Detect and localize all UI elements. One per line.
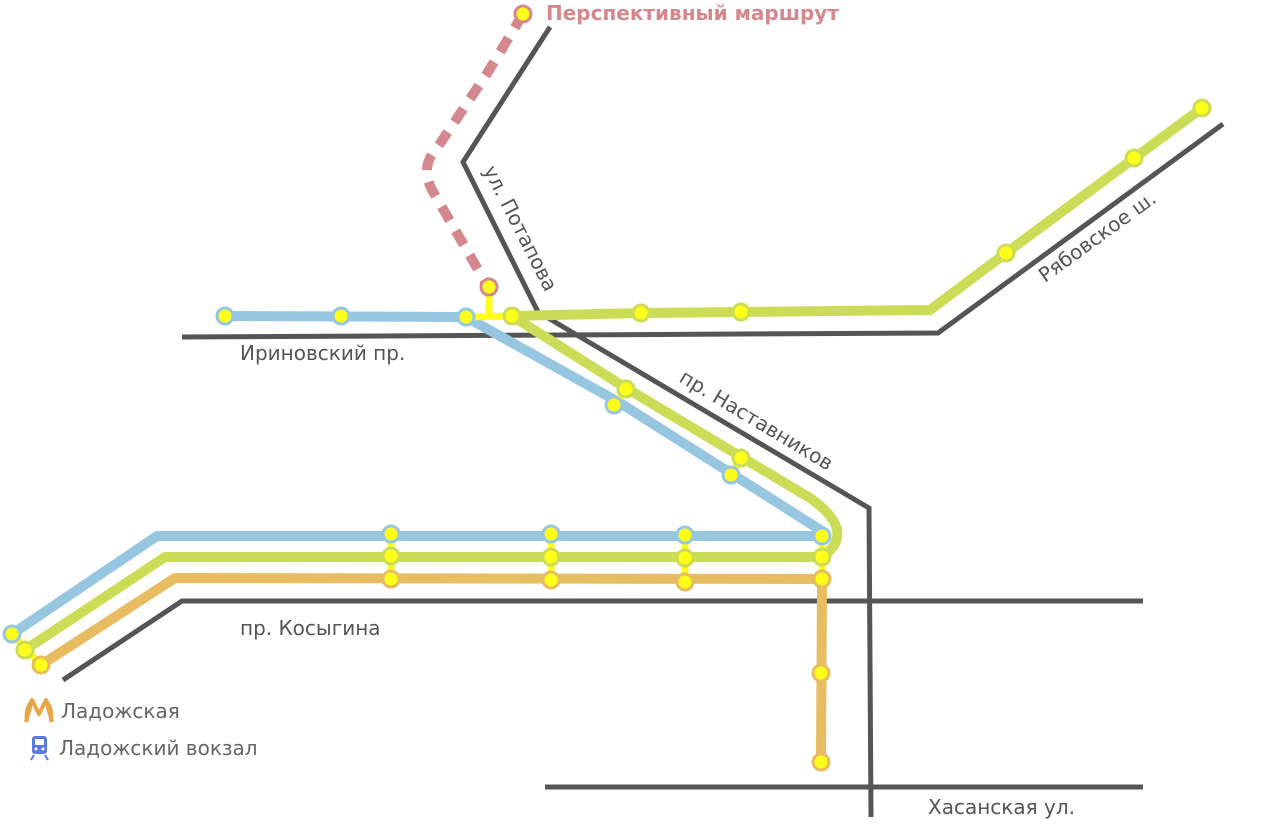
- street-label-kosygina: пр. Косыгина: [240, 616, 381, 640]
- stop-blue-10[interactable]: [2, 624, 22, 644]
- road-nastavnikov: [536, 309, 874, 818]
- stop-green-3[interactable]: [996, 243, 1016, 263]
- stops: [2, 4, 1212, 772]
- stop-green-11[interactable]: [675, 548, 695, 568]
- stop-green-4[interactable]: [731, 302, 751, 322]
- stop-orange-7[interactable]: [31, 655, 51, 675]
- stop-blue-9[interactable]: [812, 526, 832, 546]
- metro-logo-icon: [24, 698, 54, 723]
- stop-orange-3[interactable]: [675, 572, 695, 592]
- stop-blue-3[interactable]: [456, 307, 476, 327]
- street-label-khasanskaya: Хасанская ул.: [928, 795, 1075, 819]
- train-icon: [30, 736, 49, 761]
- stop-orange-6[interactable]: [811, 752, 831, 772]
- route-prospective-line: [422, 11, 528, 290]
- stop-green-1[interactable]: [1192, 98, 1212, 118]
- legend-metro-label: Ладожская: [61, 699, 180, 723]
- route-green-line: [20, 103, 1207, 655]
- stop-blue-1[interactable]: [215, 306, 235, 326]
- street-label-ryabovskoe: Рябовское ш.: [1034, 186, 1161, 287]
- legend: Ладожская Ладожский вокзал: [24, 698, 258, 761]
- stop-orange-4[interactable]: [812, 569, 832, 589]
- road-kosygina: [61, 598, 1143, 683]
- stop-green-9[interactable]: [381, 546, 401, 566]
- stop-green-8[interactable]: [731, 448, 751, 468]
- stop-prospective-end[interactable]: [513, 4, 533, 24]
- route-orange-line: [36, 573, 827, 767]
- stop-green-7[interactable]: [616, 379, 636, 399]
- stop-orange-2[interactable]: [541, 570, 561, 590]
- road-irinovsky-ryabovskoe: [181, 121, 1225, 340]
- road-potapova: [460, 25, 553, 314]
- stop-orange-5[interactable]: [811, 663, 831, 683]
- legend-railway-label: Ладожский вокзал: [59, 736, 258, 760]
- stop-prospective-start[interactable]: [479, 277, 499, 297]
- stop-blue-6[interactable]: [381, 524, 401, 544]
- stop-green-2[interactable]: [1124, 148, 1144, 168]
- stop-blue-7[interactable]: [541, 524, 561, 544]
- prospective-route-label: Перспективный маршрут: [546, 1, 839, 25]
- stop-green-10[interactable]: [541, 547, 561, 567]
- stop-orange-1[interactable]: [381, 569, 401, 589]
- stop-green-13[interactable]: [15, 640, 35, 660]
- stop-green-12[interactable]: [812, 547, 832, 567]
- stop-blue-8[interactable]: [675, 525, 695, 545]
- route-blue-line: [7, 311, 827, 639]
- stop-blue-4[interactable]: [604, 395, 624, 415]
- street-label-irinovsky: Ириновский пр.: [240, 341, 405, 365]
- stop-blue-2[interactable]: [331, 306, 351, 326]
- stop-green-5[interactable]: [631, 303, 651, 323]
- stop-green-6[interactable]: [502, 306, 522, 326]
- stop-blue-5[interactable]: [721, 465, 741, 485]
